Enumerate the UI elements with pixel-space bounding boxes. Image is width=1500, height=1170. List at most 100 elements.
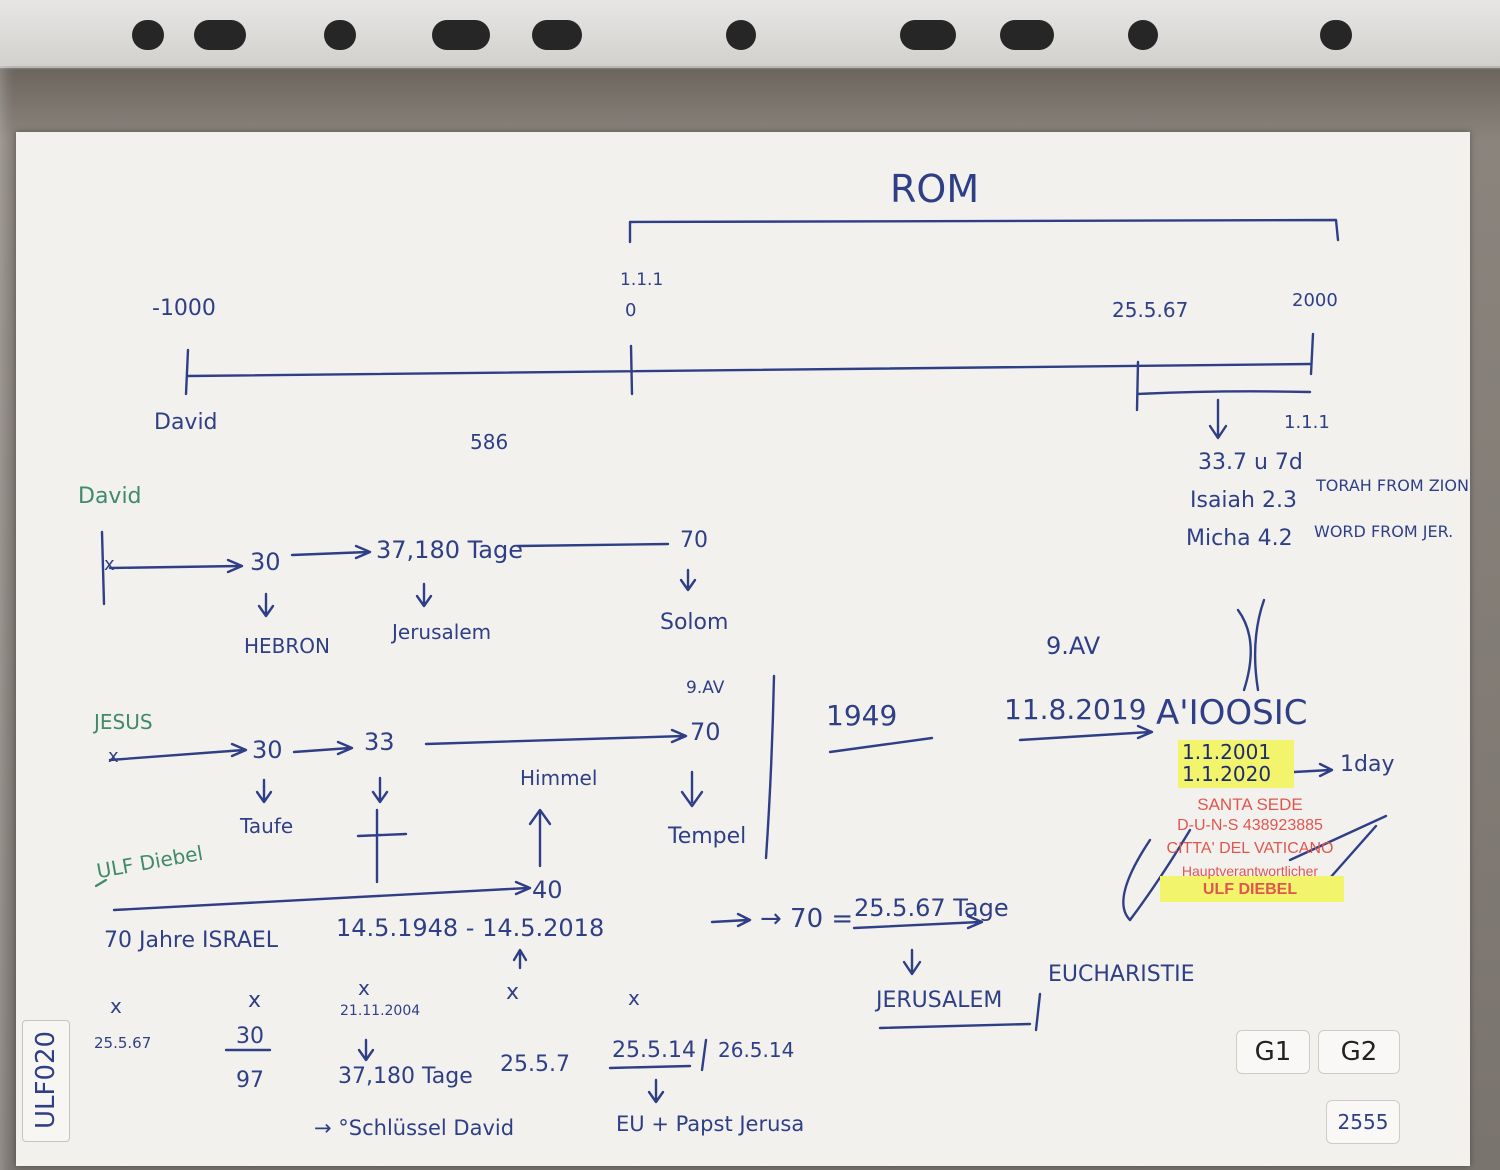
highlight-dates [1178, 740, 1294, 788]
successor-solom: Solom [660, 610, 729, 635]
ref-micha: Micha 4.2 [1186, 526, 1293, 551]
side-label-text: ULF020 [31, 1030, 61, 1129]
arrow-70-label: → 70 = [760, 904, 854, 934]
divider-jerusalem [1034, 992, 1042, 1032]
tick-end [1309, 332, 1315, 376]
jesus-row-label: JESUS [94, 710, 153, 734]
marker-1-1-1-top: 1.1.1 [620, 270, 664, 290]
col5-date2: 26.5.14 [718, 1038, 795, 1062]
year-start: -1000 [152, 296, 216, 321]
rom-label: ROM [890, 167, 980, 211]
down-tempel [680, 770, 704, 808]
paper-sheet [16, 132, 1470, 1166]
david-line-3 [516, 542, 670, 548]
col2-97: 97 [236, 1068, 264, 1093]
q-av: 9.AV [1046, 632, 1101, 660]
punch-hole [532, 20, 582, 50]
punch-hole [324, 20, 356, 50]
word-label: WORD FROM JER. [1314, 522, 1454, 541]
col4-date: 25.5.7 [500, 1052, 570, 1077]
torah-label: TORAH FROM ZION [1316, 476, 1469, 495]
stamp-line-5: ULF DIEBEL [1202, 881, 1298, 898]
ulf-age-40: 40 [532, 876, 563, 904]
date-2001: 1.1.2001 [1182, 740, 1272, 764]
cross [356, 808, 408, 884]
down-cross [371, 776, 389, 804]
taufe-label: Taufe [240, 814, 294, 838]
jerusalem-caps: JERUSALEM [876, 988, 1003, 1013]
punch-hole [1000, 20, 1054, 50]
marker-1-1-1-right: 1.1.1 [1284, 412, 1330, 433]
arrow-70 [710, 912, 752, 928]
david-arrow-1 [108, 558, 244, 574]
punch-hole [132, 20, 164, 50]
jesus-arrow-3 [424, 728, 688, 746]
right-arrow-2020 [1292, 762, 1334, 778]
tick-zero [629, 344, 634, 396]
col2-x: x [248, 988, 262, 1013]
col3-days: 37,180 Tage [338, 1064, 473, 1089]
stamp-line-1: SANTA SEDE [1197, 795, 1303, 814]
vatican-stamp: SANTA SEDE D-U-N-S 438923885 CITTA' DEL … [1140, 793, 1360, 903]
highlight-name [1160, 876, 1344, 902]
sleeve-binding-strip [0, 0, 1500, 68]
underline-col5 [608, 1064, 692, 1070]
tag-g2: G2 [1318, 1030, 1400, 1074]
israel-range: 14.5.1948 - 14.5.2018 [336, 914, 605, 942]
down-jerusalem2 [902, 948, 922, 976]
up-2018 [512, 948, 528, 970]
days-25567: 25.5.67 Tage [854, 894, 1009, 922]
punch-hole [1128, 20, 1158, 50]
marker-end-left: 25.5.67 [1112, 298, 1189, 322]
underline-2019 [1018, 724, 1154, 742]
marker-zero: 0 [625, 300, 637, 321]
key-david-label: → °Schlüssel David [314, 1116, 515, 1140]
ulf-arrow [112, 880, 532, 912]
david-days: 37,180 Tage [376, 536, 523, 564]
jesus-arrow-1 [108, 742, 248, 762]
sub-box [1135, 360, 1312, 412]
punch-hole [1320, 20, 1352, 50]
tag-number: 2555 [1326, 1100, 1400, 1144]
down-taufe [255, 778, 273, 804]
jesus-9av: 9.AV [686, 678, 725, 698]
jesus-age-30: 30 [252, 736, 283, 764]
down-hebron [257, 592, 275, 618]
main-timeline [186, 362, 1312, 378]
date-2020: 1.1.2020 [1182, 762, 1272, 786]
israel-label: 70 Jahre ISRAEL [104, 928, 279, 953]
punch-hole [432, 20, 490, 50]
jesus-age-70: 70 [690, 718, 721, 746]
david-bar [100, 530, 106, 606]
david-age-70: 70 [680, 528, 708, 553]
tick-start [184, 348, 190, 396]
col4-x: x [506, 980, 520, 1005]
down-col3 [357, 1038, 375, 1062]
down-solom [679, 568, 697, 592]
col3-x: x [358, 976, 370, 1000]
place-jerusalem: Jerusalem [392, 620, 492, 644]
signature-text: A'IOOSIC [1156, 693, 1308, 733]
col5-x: x [628, 986, 640, 1010]
stamp-line-4: Hauptverantwortlicher [1181, 863, 1319, 879]
jesus-age-33: 33 [364, 728, 395, 756]
underline-1949 [828, 736, 934, 754]
underline-25567 [852, 914, 984, 930]
eucharistie: EUCHARISTIE [1048, 962, 1195, 987]
jesus-arrow-2 [292, 740, 354, 756]
sub-arrow [1208, 398, 1228, 440]
col1-x: x [110, 994, 122, 1018]
up-himmel [528, 808, 552, 868]
jesus-x: x [108, 746, 119, 767]
col2-30: 30 [236, 1024, 264, 1049]
rom-bracket [628, 218, 1340, 244]
david-x: x [104, 554, 115, 575]
stamp-line-2: D-U-N-S 438923885 [1177, 817, 1323, 834]
tempel-label: Tempel [668, 824, 747, 849]
note-1day: 1day [1340, 752, 1395, 777]
year-end: 2000 [1292, 290, 1338, 311]
ref-isaiah: Isaiah 2.3 [1190, 488, 1297, 513]
col5-date: 25.5.14 [612, 1038, 696, 1063]
eu-papst-label: EU + Papst Jerusa [616, 1112, 805, 1136]
